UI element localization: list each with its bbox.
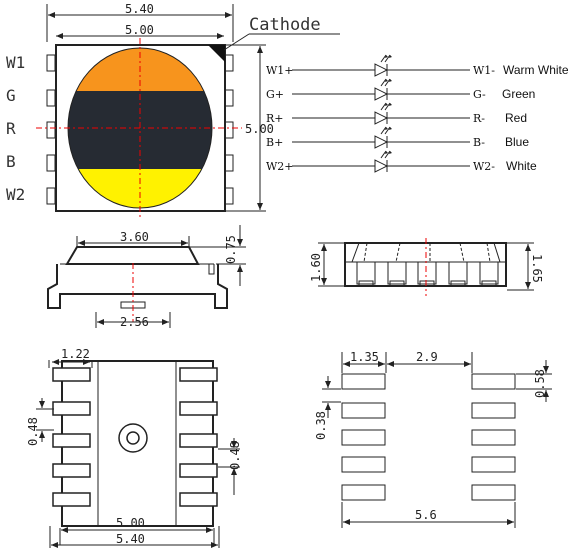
end-view: 1.60 1.65 [309,238,544,296]
schematic-row: G+ G- Green [266,78,535,101]
right-pins [224,54,234,205]
bottom-pad-left [52,463,91,478]
cathode-pin-label: W2- [473,160,495,173]
dim-base-width: 2.56 [120,315,149,329]
dim-top-inner-width: 5.00 [125,23,154,37]
pin-label-g: G [6,86,16,105]
dim-end-left-height: 1.60 [309,253,323,282]
diode-icon [374,63,389,77]
dim-bottom-inner-width: 5.00 [116,516,145,530]
cathode-pin-label: R- [473,112,485,125]
bottom-pad-right [179,492,218,507]
dim-top-outer-width: 5.40 [125,2,154,16]
bottom-pad-left [52,401,91,416]
diode-icon [374,135,389,149]
light-emission-icon [380,78,391,87]
schematic-row: B+ B- Blue [266,126,529,149]
bottom-view: 1.22 0.48 0.48 5.00 5.40 [26,347,242,548]
diode-icon [374,87,389,101]
end-view-pin [356,261,376,285]
end-view-pin [387,261,407,285]
cathode-pin-label: W1- [473,64,495,77]
pin-label-b: B [6,152,16,171]
end-view-pin [448,261,468,285]
dim-bottom-outer-width: 5.40 [116,532,145,546]
pin-label-r: R [6,119,16,138]
anode-label: R+ [266,112,284,125]
end-view-pin [417,261,437,285]
dim-pad-width: 1.22 [61,347,90,361]
light-emission-icon [380,54,391,63]
channel-color-label: Blue [505,135,529,149]
anode-label: G+ [266,88,284,101]
anode-label: W1+ [266,64,294,77]
footprint-pad-right [471,373,516,390]
footprint-pad-right [471,484,516,501]
footprint-pad-left [341,456,386,473]
dim-fp-pad-width: 1.35 [350,350,379,364]
footprint-pad-left [341,402,386,419]
bottom-pad-right [179,367,218,382]
end-view-pin [479,261,499,285]
light-emission-icon [380,150,391,159]
cathode-label: Cathode [249,15,321,35]
bottom-pad-right [179,433,218,448]
cathode-pin-label: G- [473,88,486,101]
dim-fp-total-width: 5.6 [415,508,437,522]
footprint: 1.35 2.9 0.58 0.38 5.6 [314,350,552,528]
bottom-pad-left [52,433,91,448]
bottom-pad-left [52,367,91,382]
dim-pad-pitch: 0.48 [26,417,40,446]
anode-label: W2+ [266,160,294,173]
left-pins [46,54,56,205]
channel-color-label: Green [502,87,535,101]
dim-end-right-height: 1.65 [530,254,544,283]
diode-icon [374,111,389,125]
bottom-pad-left [52,492,91,507]
dim-fp-pad-spacing: 0.38 [314,411,328,440]
light-emission-icon [380,102,391,111]
anode-label: B+ [266,136,283,149]
bottom-pad-right [179,463,218,478]
footprint-pad-right [471,456,516,473]
footprint-pad-left [341,373,386,390]
top-view: 5.40 5.00 [6,2,340,218]
footprint-pad-right [471,402,516,419]
dim-lens-width: 3.60 [120,230,149,244]
channel-color-label: Red [505,111,527,125]
pin-label-w1: W1 [6,53,25,72]
schematic-row: W2+ W2- White [266,150,537,173]
bottom-pad-right [179,401,218,416]
cathode-mark [208,45,225,62]
schematic-row: W1+ W1- Warm White [266,54,569,77]
footprint-pad-left [341,429,386,446]
side-view: 3.60 0.75 2.56 [47,225,246,329]
channel-color-label: Warm White [503,63,569,77]
cathode-pin-label: B- [473,136,485,149]
footprint-pad-right [471,429,516,446]
schematic-row: R+ R- Red [266,102,527,125]
dim-top-height: 5.00 [245,122,274,136]
footprint-pad-left [341,484,386,501]
pin-label-w2: W2 [6,185,25,204]
channel-color-label: White [506,159,537,173]
dim-pad-height: 0.48 [228,441,242,470]
dim-fp-pad-gap: 2.9 [416,350,438,364]
dim-fp-pad-height: 0.58 [533,369,547,398]
light-emission-icon [380,126,391,135]
diode-icon [374,159,389,173]
dim-lens-height: 0.75 [224,235,238,264]
